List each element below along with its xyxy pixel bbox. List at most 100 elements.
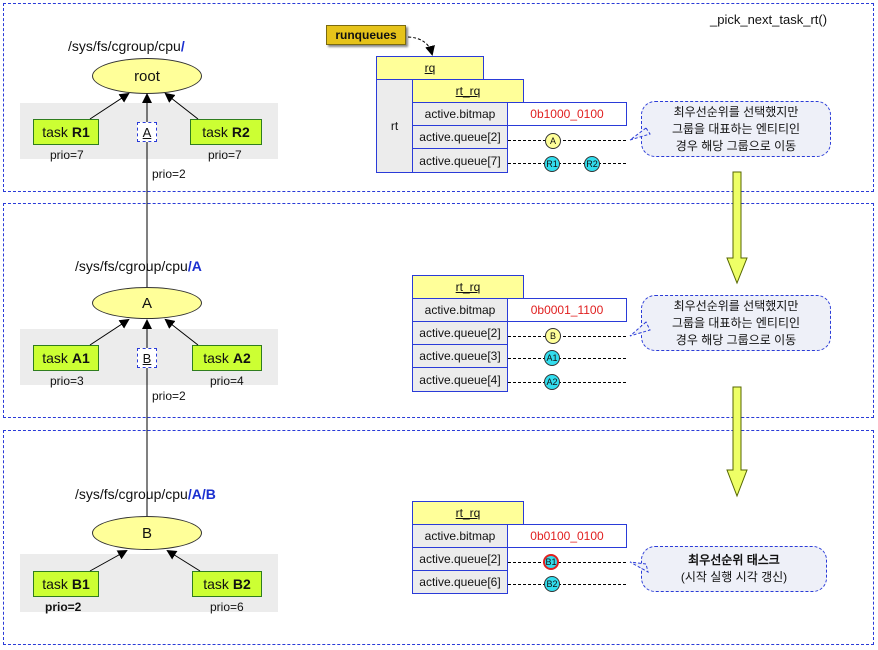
queue-label-2-2: active.queue[4] [412,367,508,392]
queue-node-r1: R1 [544,156,560,172]
task-prefix: task [42,576,68,592]
edge-a1-a [89,318,130,346]
note-line: 경우 해당 그룹으로 이동 [675,332,797,347]
task-b1-prio: prio=2 [45,600,82,614]
queue-label-1-1: active.queue[7] [412,148,508,173]
group-node-a: A [92,287,202,319]
cgroup-path-b: /sys/fs/cgroup/cpu/A/B [75,486,216,502]
path-highlight: /A [187,258,202,274]
task-prefix: task [42,124,68,140]
note-line: 그룹을 대표하는 엔티티인 [671,121,801,136]
queue-node-a1: A1 [544,350,560,366]
note-subtitle: (시작 실행 시각 갱신) [680,570,788,584]
task-name: A1 [71,350,90,366]
flow-arrow-2 [726,386,748,498]
task-prefix: task [203,350,229,366]
path-highlight: /A/B [187,486,216,502]
queue-node-b1: B1 [543,554,559,570]
note-pick-task: 최우선순위 태스크 (시작 실행 시각 갱신) [641,546,827,592]
path-prefix: /sys/fs/cgroup/cpu [68,38,181,54]
note-pick-group-1: 최우선순위를 선택했지만 그룹을 대표하는 엔티티인 경우 해당 그룹으로 이동 [641,101,831,157]
note-line: 최우선순위를 선택했지만 [673,104,799,119]
queue-node-a2: A2 [544,374,560,390]
group-node-label: A [141,294,152,312]
group-node-root: root [92,58,202,94]
edge-b2-b [166,549,201,572]
path-highlight: / [180,38,185,54]
task-name: A2 [232,350,251,366]
edge-r1-root [89,92,130,120]
group-entity-a-prio: prio=2 [152,167,186,181]
bitmap-value-3: 0b0100_0100 [507,524,627,548]
cgroup-path-a: /sys/fs/cgroup/cpu/A [75,258,202,274]
rt-label: rt [390,119,399,133]
group-entity-b-prio: prio=2 [152,389,186,403]
queue-list-3-0 [508,562,626,563]
rt-rq-header-1: rt_rq [412,79,524,103]
queue-label-3-1: active.queue[6] [412,570,508,594]
task-prefix: task [203,576,229,592]
task-prefix: task [42,350,68,366]
task-name: R1 [71,124,90,140]
queue-list-1-1 [508,163,626,164]
task-prefix: task [202,124,228,140]
edge-b1-b [89,550,128,572]
cgroup-path-root: /sys/fs/cgroup/cpu/ [68,38,185,54]
queue-list-1-0 [508,140,626,141]
queue-node-r2: R2 [584,156,600,172]
queue-label-2-1: active.queue[3] [412,344,508,368]
section-group-b [3,430,874,645]
task-name: B1 [71,576,90,592]
queue-node-a: A [545,133,561,149]
note-tail-1 [629,127,651,141]
function-name: _pick_next_task_rt() [710,12,828,27]
path-prefix: /sys/fs/cgroup/cpu [75,258,188,274]
bitmap-value-1: 0b1000_0100 [507,102,627,126]
edge-r2-root [164,92,199,120]
note-title: 최우선순위 태스크 [688,553,780,567]
queue-list-2-0 [508,336,626,337]
edge-a2-a [164,318,199,346]
task-name: B2 [232,576,251,592]
queue-label-1-0: active.queue[2] [412,125,508,149]
flow-arrow-1 [726,171,748,285]
runqueues-pointer [407,36,435,56]
task-name: R2 [231,124,250,140]
path-prefix: /sys/fs/cgroup/cpu [75,486,188,502]
rq-header: rq [376,56,484,80]
rq-label: rq [424,61,436,75]
queue-list-2-1 [508,358,626,359]
queue-list-2-2 [508,382,626,383]
note-tail-3 [629,561,649,573]
note-line: 그룹을 대표하는 엔티티인 [671,315,801,330]
group-node-b: B [92,516,202,550]
group-node-label: B [141,524,152,542]
group-entity-b: B [137,348,157,368]
note-line: 최우선순위를 선택했지만 [673,298,799,313]
task-r1-prio: prio=7 [50,148,84,162]
bitmap-value-2: 0b0001_1100 [507,298,627,322]
bitmap-label-3: active.bitmap [412,524,508,548]
task-b2-prio: prio=6 [210,600,244,614]
runqueues-box: runqueues [326,25,406,45]
queue-list-3-1 [508,584,626,585]
note-tail-2 [629,321,651,337]
group-node-label: root [134,67,160,85]
note-line: 경우 해당 그룹으로 이동 [675,138,797,153]
section-root [3,3,874,192]
section-group-a [3,203,874,418]
task-a1-prio: prio=3 [50,374,84,388]
note-pick-group-2: 최우선순위를 선택했지만 그룹을 대표하는 엔티티인 경우 해당 그룹으로 이동 [641,295,831,351]
queue-node-b2: B2 [544,576,560,592]
rq-rt-cell: rt [376,79,413,173]
rt-rq-header-2: rt_rq [412,275,524,299]
queue-node-b: B [545,328,561,344]
group-entity-a: A [137,122,157,142]
